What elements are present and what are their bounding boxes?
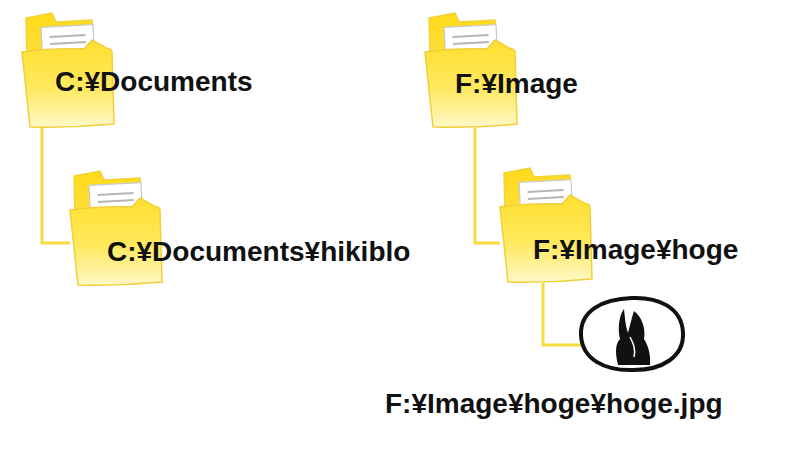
tree-connector (42, 128, 70, 243)
path-label: C:¥Documents¥hikiblo (107, 235, 410, 269)
path-label: F:¥Image (455, 67, 578, 101)
path-label: C:¥Documents (55, 65, 253, 99)
tree-connector (475, 128, 500, 243)
folder-node: C:¥Documents¥hikiblo (70, 168, 414, 286)
image-icon (578, 295, 686, 373)
path-label: F:¥Image¥hoge¥hoge.jpg (385, 387, 723, 421)
path-label: F:¥Image¥hoge (533, 233, 738, 267)
folder-node: F:¥Image¥hoge (500, 165, 742, 283)
folder-node: C:¥Documents (22, 10, 257, 128)
image-file-node: F:¥Image¥hoge¥hoge.jpg (578, 295, 686, 373)
folder-icon (500, 165, 592, 283)
folder-node: F:¥Image (425, 10, 582, 128)
tree-connector (543, 283, 581, 345)
folder-icon (70, 168, 162, 286)
